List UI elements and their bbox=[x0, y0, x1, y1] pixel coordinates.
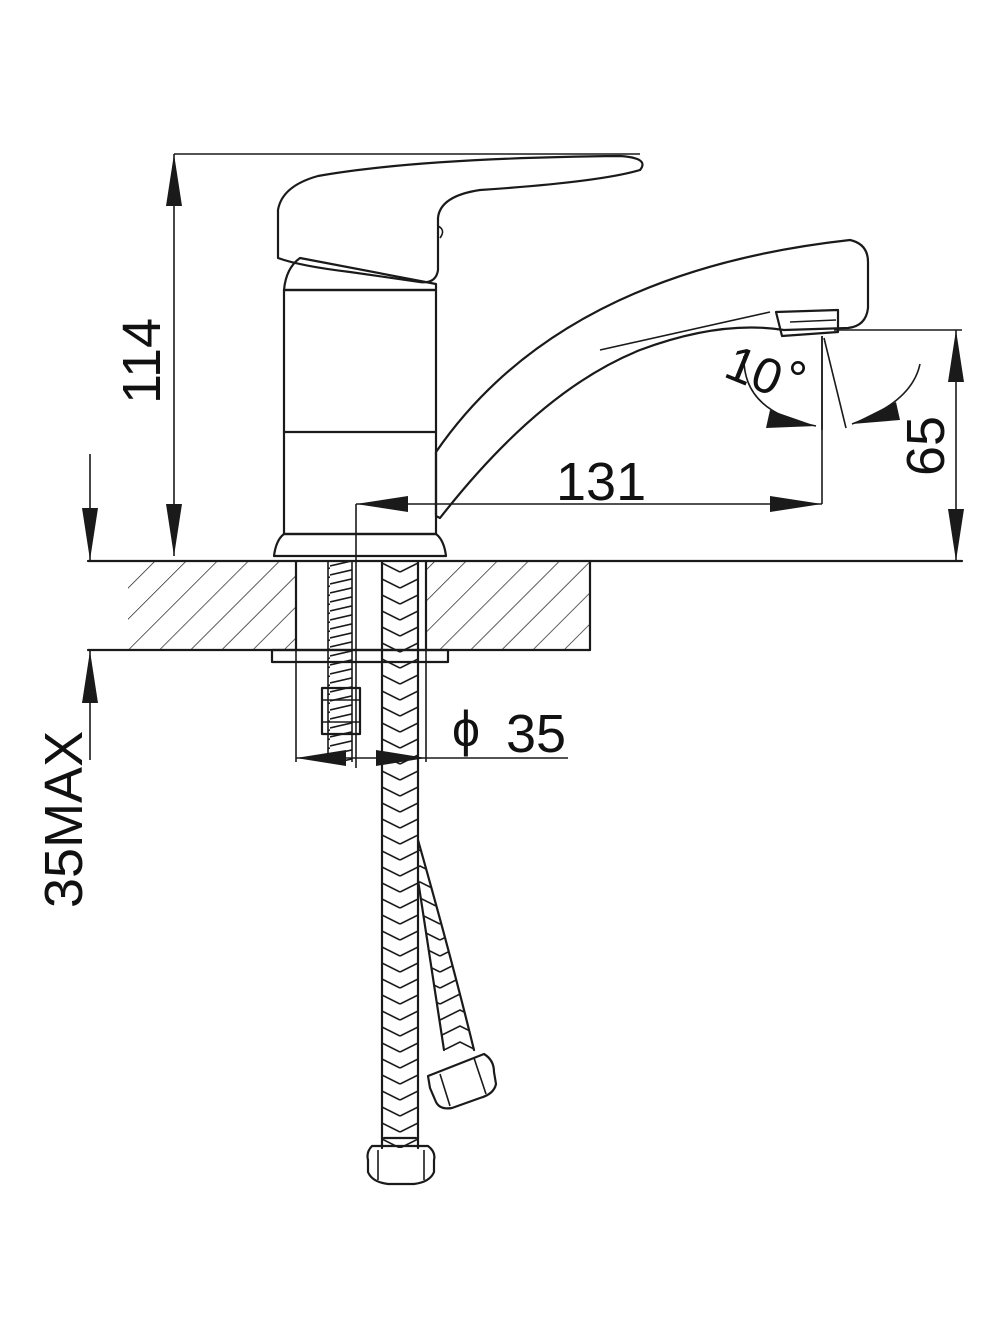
spout-height-label: 65 bbox=[896, 416, 956, 476]
supply-hoses bbox=[366, 560, 498, 1186]
hole-diameter-label: 35 bbox=[506, 704, 566, 764]
dimension-spout-reach: 131 bbox=[355, 336, 823, 768]
degree-mark: ° bbox=[788, 351, 808, 407]
dimension-height-total: 114 bbox=[112, 153, 640, 556]
counter-thickness-label: 35MAX bbox=[34, 731, 94, 908]
height-total-label: 114 bbox=[112, 318, 172, 404]
spout-reach-label: 131 bbox=[556, 452, 646, 512]
diameter-symbol: ϕ bbox=[452, 701, 480, 757]
dimension-hole-diameter: ϕ 35 bbox=[295, 650, 568, 766]
dimension-counter-thickness: 35MAX bbox=[34, 454, 98, 908]
lever-handle bbox=[276, 154, 644, 284]
spout bbox=[434, 238, 870, 520]
dimension-spray-angle: 10 ° bbox=[718, 334, 921, 430]
countertop bbox=[86, 559, 964, 652]
spray-angle-label: 10 bbox=[718, 334, 791, 407]
faucet-body bbox=[272, 256, 448, 558]
mounting-stud bbox=[270, 562, 450, 762]
dimension-spout-height: 65 bbox=[834, 329, 964, 561]
